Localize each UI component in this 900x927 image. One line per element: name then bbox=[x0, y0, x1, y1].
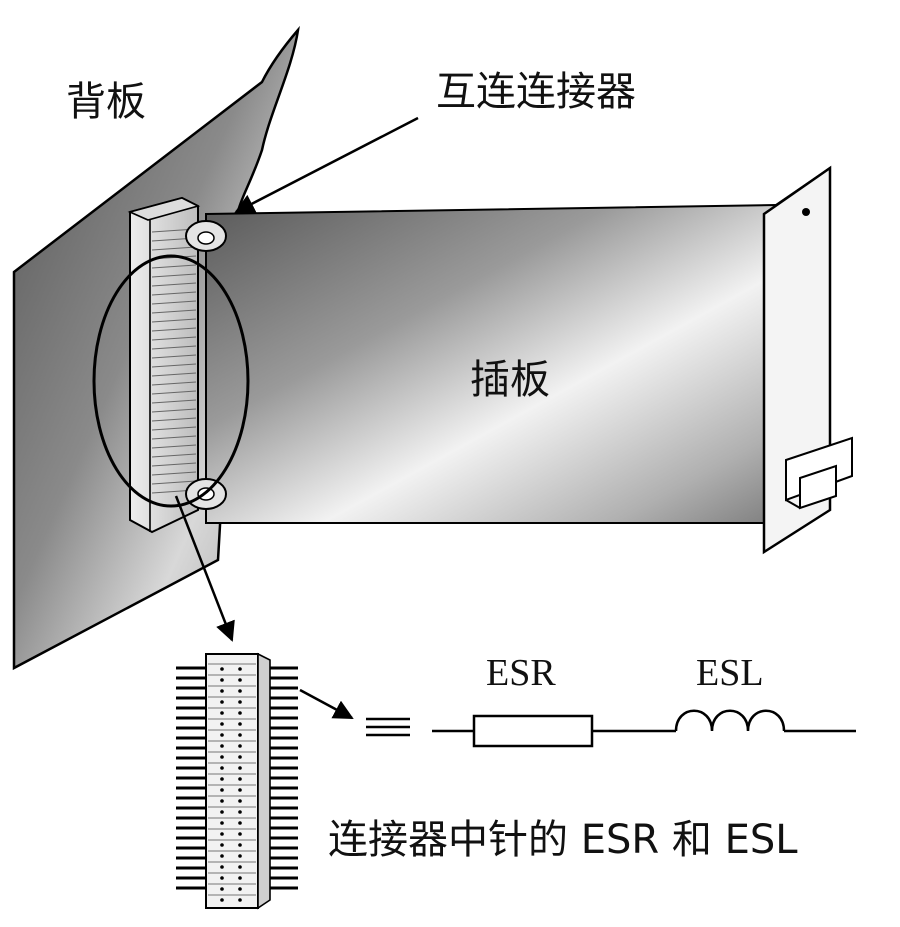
faceplate-screw bbox=[802, 208, 810, 216]
equivalent-circuit bbox=[432, 709, 856, 748]
pin-strip-detail bbox=[176, 652, 298, 910]
interconnect-connector bbox=[127, 196, 227, 534]
connector-leader-arrow bbox=[234, 116, 419, 214]
esl-label: ESL bbox=[696, 652, 764, 694]
detail-arrow bbox=[174, 495, 235, 642]
esr-label: ESR bbox=[486, 652, 556, 694]
highlight-ellipse bbox=[92, 254, 250, 508]
plug-in-card bbox=[205, 165, 853, 555]
inductor-icon bbox=[674, 709, 786, 732]
equivalent-arrow bbox=[299, 688, 354, 720]
caption: 连接器中针的 ESR 和 ESL bbox=[328, 817, 798, 863]
interconnect-connector-label: 互连连接器 bbox=[436, 69, 636, 115]
backplane-label: 背板 bbox=[66, 79, 146, 125]
plug-in-card-label: 插板 bbox=[470, 357, 550, 403]
equivalent-icon bbox=[366, 717, 410, 737]
ejector-handle bbox=[785, 436, 853, 510]
resistor-icon bbox=[472, 714, 594, 748]
